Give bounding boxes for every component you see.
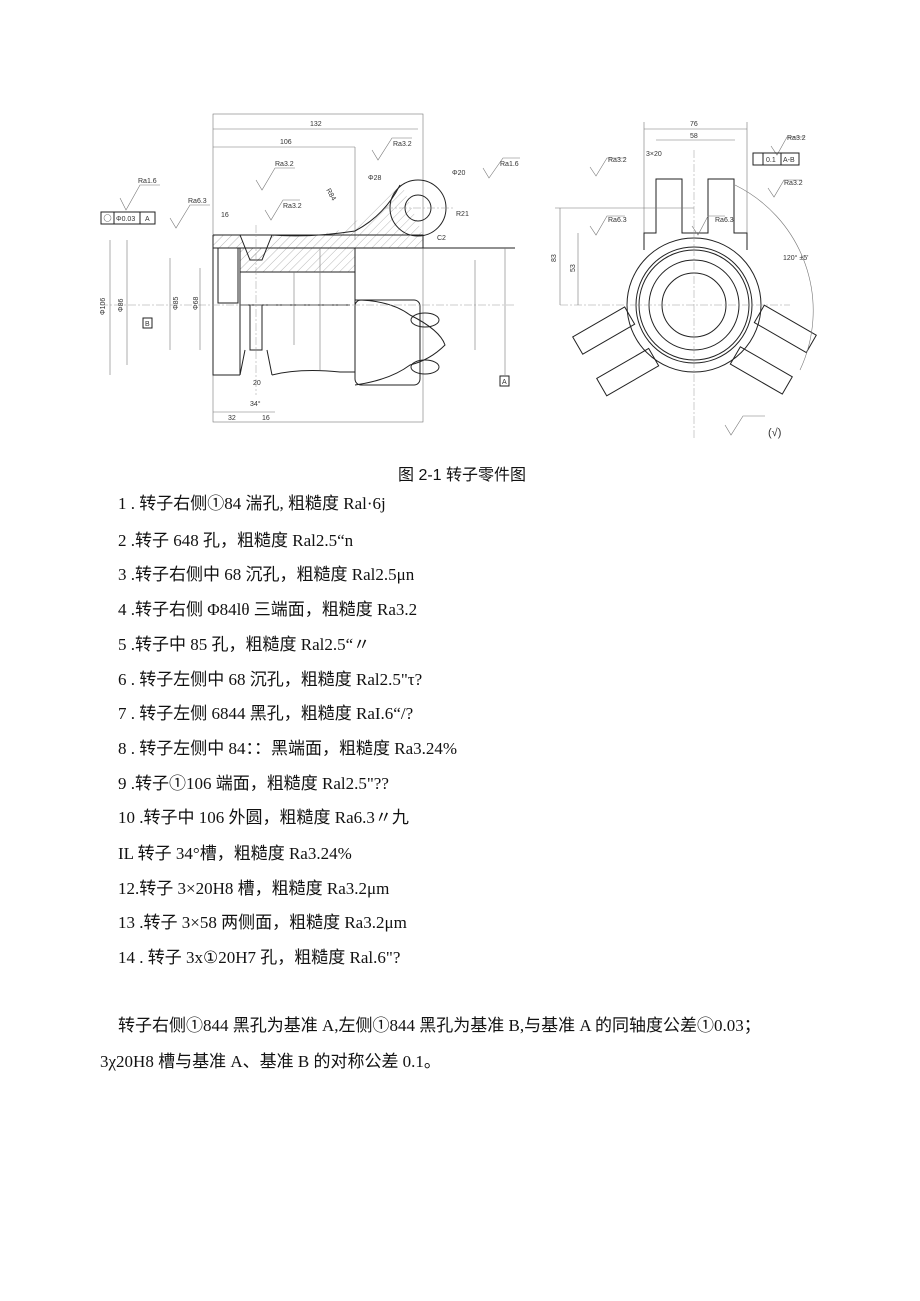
datum-a: A <box>502 379 507 386</box>
dim-76: 76 <box>690 121 698 128</box>
datum-b: B <box>145 321 150 328</box>
roughness-ra32-r3: Ra3.2 <box>784 180 803 187</box>
dim-34deg: 34° <box>250 400 261 408</box>
dim-16-top: 16 <box>221 212 229 219</box>
roughness-ra63-r2: Ra6.3 <box>715 217 734 224</box>
dim-slot: 3×20 <box>646 151 662 158</box>
dim-phi85: Φ85 <box>173 297 180 310</box>
list-item: 3 .转子右侧中 68 沉孔，粗糙度 Ral2.5μn <box>118 565 415 584</box>
roughness-ra32-r2: Ra3.2 <box>787 135 806 142</box>
dim-phi68: Φ68 <box>193 297 200 310</box>
list-item: 10 .转子中 106 外圆，粗糙度 Ra6.3〃九 <box>118 808 409 827</box>
svg-text:A: A <box>145 216 150 223</box>
list-item: 7 . 转子左侧 6844 黑孔，粗糙度 RaI.6“/? <box>118 704 414 723</box>
list-item: 9 .转子①106 端面，粗糙度 Ral2.5"?? <box>118 774 389 793</box>
roughness-ra32-a: Ra3.2 <box>275 161 294 168</box>
dim-phi106: Φ106 <box>100 298 107 315</box>
datum-paragraph-line-1: 转子右侧①844 黑孔为基准 A,左侧①844 黑孔为基准 B,与基准 A 的同… <box>118 1016 761 1035</box>
list-item: 13 .转子 3×58 两侧面，粗糙度 Ra3.2μm <box>118 913 407 932</box>
general-roughness: (√) <box>768 427 781 439</box>
dim-16-bottom: 16 <box>262 415 270 422</box>
rotor-part-drawing: 132 106 Φ106 Φ86 Φ85 Φ68 16 <box>100 113 817 440</box>
coaxiality-icon <box>103 214 112 222</box>
figure-caption: 图 2-1 转子零件图 <box>398 467 527 484</box>
dim-106: 106 <box>280 139 292 146</box>
dim-20: 20 <box>253 380 261 387</box>
dim-r21: R21 <box>456 211 469 218</box>
list-item: 14 . 转子 3x①20H7 孔，粗糙度 Ral.6"? <box>118 948 401 967</box>
dim-32: 32 <box>228 415 236 422</box>
symmetry-tolerance-frame: 0.1 A-B <box>752 152 800 166</box>
list-item: 5 .转子中 85 孔，粗糙度 Ral2.5“〃 <box>118 635 371 654</box>
dim-132: 132 <box>310 121 322 128</box>
dim-c2: C2 <box>437 235 446 242</box>
svg-text:Φ0.03: Φ0.03 <box>116 216 135 223</box>
datum-paragraph-line-2: 3χ20H8 槽与基准 A、基准 B 的对称公差 0.1。 <box>100 1052 441 1071</box>
svg-text:A-B: A-B <box>783 157 795 164</box>
dim-58: 58 <box>690 133 698 140</box>
list-item: 12.转子 3×20H8 槽，粗糙度 Ra3.2μm <box>118 879 390 898</box>
dim-angle: 120° ±5' <box>783 254 809 262</box>
list-item: 6 . 转子左侧中 68 沉孔，粗糙度 Ral2.5"τ? <box>118 670 423 689</box>
dim-r84: R84 <box>324 188 337 203</box>
roughness-ra16-left: Ra1.6 <box>138 178 157 185</box>
roughness-ra32-b: Ra3.2 <box>283 203 302 210</box>
dim-phi86: Φ86 <box>118 299 125 312</box>
roughness-ra32-r1: Ra3.2 <box>608 157 627 164</box>
section-view: 132 106 Φ106 Φ86 Φ85 Φ68 16 <box>100 113 520 423</box>
roughness-ra63-r1: Ra6.3 <box>608 217 627 224</box>
dim-phi20: Φ20 <box>452 170 465 177</box>
coaxiality-tolerance-frame: Φ0.03 A <box>100 211 156 225</box>
dim-phi28: Φ28 <box>368 175 381 182</box>
list-item: 8 . 转子左侧中 84：：黑端面，粗糙度 Ra3.24% <box>118 739 458 758</box>
end-view: 76 58 3×20 120° ±5' 83 53 Ra3.2 Ra3.2 Ra <box>551 121 817 440</box>
dim-83: 83 <box>551 254 558 262</box>
list-item: 1 . 转子右侧①84 湍孔, 粗糙度 Ral·6j <box>118 494 386 513</box>
dim-53: 53 <box>570 264 577 272</box>
roughness-ra32-c: Ra3.2 <box>393 141 412 148</box>
list-item: 4 .转子右侧 Φ84lθ 三端面，粗糙度 Ra3.2 <box>118 600 418 619</box>
list-item: 2 .转子 648 孔，粗糙度 Ral2.5“n <box>118 531 354 550</box>
svg-text:0.1: 0.1 <box>766 157 776 164</box>
roughness-ra63-left: Ra6.3 <box>188 198 207 205</box>
roughness-ra16-right: Ra1.6 <box>500 161 519 168</box>
list-item: IL 转子 34°槽，粗糙度 Ra3.24% <box>118 844 352 863</box>
